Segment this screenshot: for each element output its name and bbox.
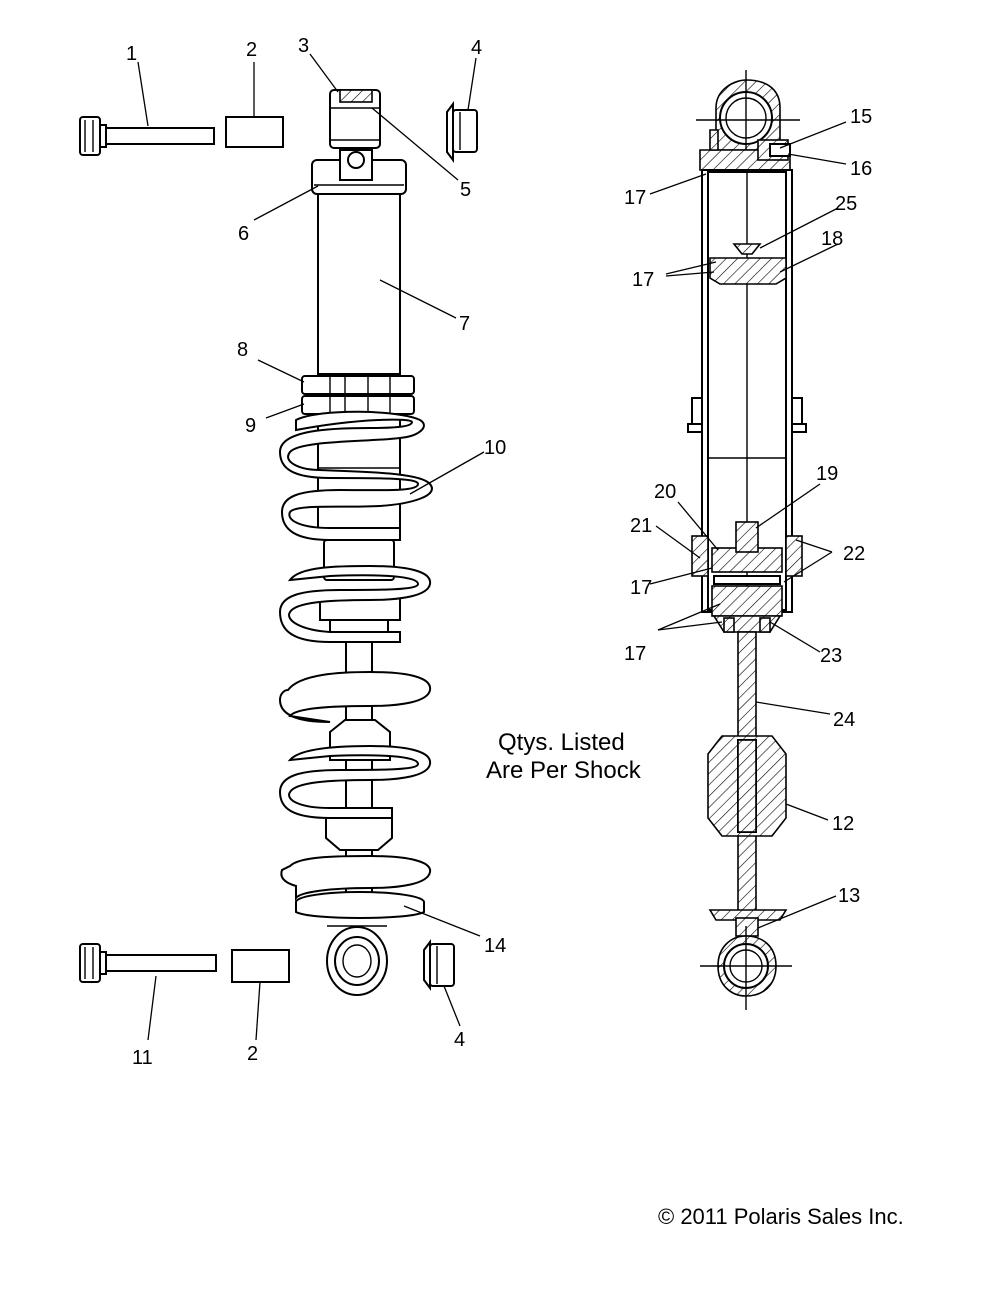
callout-17-top: 17 xyxy=(624,187,646,209)
upper-spacer xyxy=(225,116,284,148)
callout-9: 9 xyxy=(245,415,256,437)
callout-25: 25 xyxy=(835,193,857,215)
callout-7: 7 xyxy=(459,313,470,335)
section-lower-eye xyxy=(700,926,792,1010)
callout-4: 4 xyxy=(471,37,482,59)
callout-11: 11 xyxy=(132,1047,153,1069)
callout-2: 2 xyxy=(246,39,257,61)
callout-1: 1 xyxy=(126,43,137,65)
upper-bolt xyxy=(79,116,215,156)
callout-3: 3 xyxy=(298,35,309,57)
section-lower-retainer xyxy=(708,909,788,937)
section-preload-rings xyxy=(687,397,807,433)
lower-bolt xyxy=(79,943,217,983)
section-main-piston xyxy=(691,521,803,617)
callout-22: 22 xyxy=(843,543,865,565)
callout-numbers: 1 2 3 4 5 6 7 8 9 10 11 2 4 14 15 16 17 … xyxy=(126,35,872,1069)
shock-body xyxy=(317,193,401,535)
copyright-text: © 2011 Polaris Sales Inc. xyxy=(658,1204,904,1229)
leader-lines xyxy=(137,53,847,1041)
lower-nut xyxy=(423,939,455,991)
callout-16: 16 xyxy=(850,158,872,180)
section-upper-eye xyxy=(696,70,800,160)
callout-24: 24 xyxy=(833,709,855,731)
callout-23: 23 xyxy=(820,645,842,667)
upper-nut xyxy=(446,101,478,163)
section-bearing xyxy=(712,615,782,633)
spring-retainer xyxy=(295,891,425,919)
callout-5: 5 xyxy=(460,179,471,201)
quantity-note-line2: Are Per Shock xyxy=(486,757,642,784)
callout-21: 21 xyxy=(630,515,652,537)
callout-17-main: 17 xyxy=(630,577,652,599)
lower-eyelet xyxy=(326,925,388,996)
section-floating-piston xyxy=(709,243,787,285)
callout-17-piston: 17 xyxy=(632,269,654,291)
callout-10: 10 xyxy=(484,437,506,459)
coil-spring xyxy=(278,410,433,902)
callout-2-lower: 2 xyxy=(247,1043,258,1065)
callout-19: 19 xyxy=(816,463,838,485)
callout-20: 20 xyxy=(654,481,676,503)
callout-15: 15 xyxy=(850,106,872,128)
reservoir-cap xyxy=(311,149,407,195)
callout-13: 13 xyxy=(838,885,860,907)
callout-17-bearing: 17 xyxy=(624,643,646,665)
callout-4-lower: 4 xyxy=(454,1029,465,1051)
callout-14: 14 xyxy=(484,935,506,957)
callout-12: 12 xyxy=(832,813,854,835)
callout-6: 6 xyxy=(238,223,249,245)
lower-spacer xyxy=(231,949,290,983)
section-cap xyxy=(699,129,791,171)
callout-8: 8 xyxy=(237,339,248,361)
preload-ring-upper xyxy=(301,375,415,395)
callout-18: 18 xyxy=(821,228,843,250)
quantity-note-line1: Qtys. Listed xyxy=(498,729,625,756)
section-bump-stop xyxy=(707,735,787,837)
